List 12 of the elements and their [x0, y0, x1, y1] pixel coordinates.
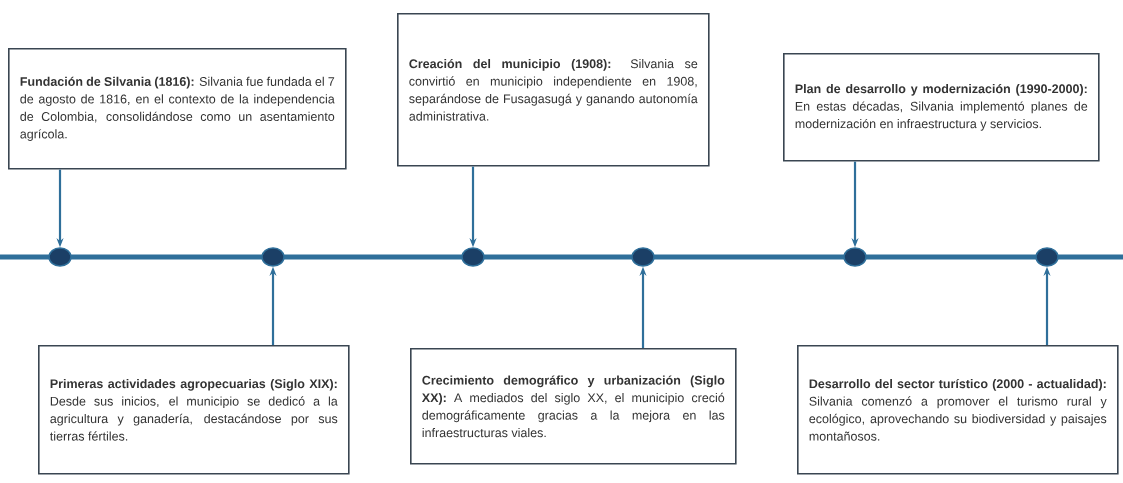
timeline-dot: [1035, 247, 1059, 267]
timeline-dot: [631, 247, 655, 267]
timeline-dot: [261, 247, 285, 267]
event-box: Crecimiento demográfico y urbanización (Siglo XX): A mediados del siglo XX, el municipio creció demográficamente gracias a la mejora en las infraestructuras viales.: [410, 348, 737, 465]
event-box: Primeras actividades agropecuarias (Siglo XIX): Desde sus inicios, el municipio se dedicó a la agricultura y ganadería, destacándose por sus tierras fértiles.: [38, 345, 350, 475]
event-box: Creación del municipio (1908): Silvania se convirtió en municipio independiente en 1908, separándose de Fusagasugá y ganando autonomía administrativa.: [397, 13, 710, 167]
event-box: Plan de desarrollo y modernización (1990-2000): En estas décadas, Silvania implementó planes de modernización en infraestructura y servicios.: [783, 53, 1100, 162]
event-box: Fundación de Silvania (1816): Silvania fue fundada el 7 de agosto de 1816, en el contexto de la independencia de Colombia, consolidándose como un asentamiento agrícola.: [8, 48, 347, 170]
event-box: Desarrollo del sector turístico (2000 - actualidad): Silvania comenzó a promover el turismo rural y ecológico, aprovechando su biodiversidad y paisajes montañosos.: [797, 345, 1119, 475]
timeline-dot: [843, 247, 867, 267]
timeline-dot: [461, 247, 485, 267]
timeline-dot: [48, 247, 72, 267]
